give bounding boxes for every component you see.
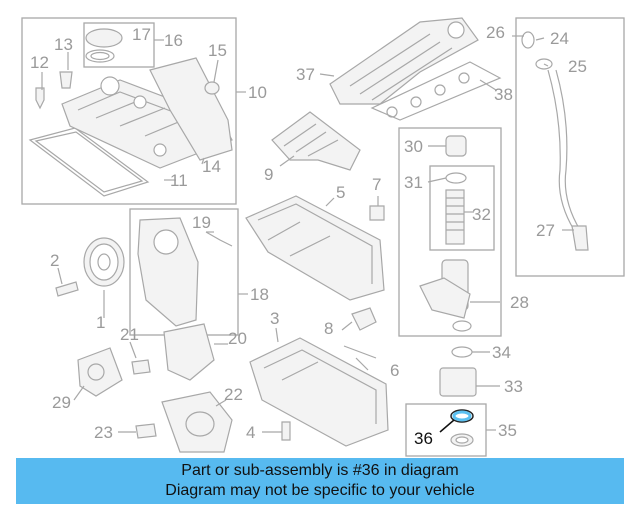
intake-gasket (370, 61, 502, 121)
bolt-23 (135, 423, 157, 439)
callout-31: 31 (404, 173, 423, 192)
callout-16: 16 (164, 31, 183, 50)
drain-bolt-4 (281, 421, 291, 441)
leader-lines (41, 35, 574, 433)
callout-22: 22 (224, 385, 243, 404)
lower-oil-pan (249, 337, 389, 447)
callout-28: 28 (510, 293, 529, 312)
bracket-29 (77, 347, 123, 397)
banner-part-notice: Part or sub-assembly is #36 in diagram (181, 462, 459, 479)
cap-seal-box (83, 22, 155, 68)
callout-17: 17 (132, 25, 151, 44)
callout-30: 30 (404, 137, 423, 156)
valve-cover-group-box (21, 17, 237, 205)
callout-10: 10 (248, 83, 267, 102)
callout-11: 11 (170, 171, 188, 190)
callout-8: 8 (324, 319, 333, 338)
callout-27: 27 (536, 221, 555, 240)
banner-disclaimer: Diagram may not be specific to your vehi… (165, 482, 475, 499)
rear-cover-22 (161, 391, 233, 453)
valve-cover-gasket (28, 127, 150, 197)
callout-32: 32 (472, 205, 491, 224)
upper-oil-pan (245, 195, 385, 301)
callout-29: 29 (52, 393, 71, 412)
callout-34: 34 (492, 343, 511, 362)
callout-9: 9 (264, 165, 273, 184)
callout-25: 25 (568, 57, 587, 76)
timing-bracket-19 (205, 231, 233, 247)
callout-2: 2 (50, 251, 59, 270)
drain-plug-7 (369, 205, 385, 221)
seal-35 (450, 433, 474, 447)
callout-13: 13 (54, 35, 73, 54)
seal-36-highlighted (450, 409, 474, 423)
info-banner: Part or sub-assembly is #36 in diagram D… (16, 458, 624, 504)
plug-part-13 (59, 71, 73, 89)
callout-37: 37 (296, 65, 315, 84)
crank-pulley (83, 237, 125, 287)
pulley-bolt-2 (55, 281, 79, 297)
filter-element-32 (445, 189, 465, 245)
seal-34 (451, 346, 473, 358)
callout-33: 33 (504, 377, 523, 396)
callout-21: 21 (120, 325, 139, 344)
dipstick-group-box (515, 17, 625, 277)
dipstick (521, 31, 589, 251)
callout-36: 36 (414, 429, 433, 448)
cap-part-17 (85, 28, 123, 63)
sensor-part-12 (35, 87, 45, 110)
callout-23: 23 (94, 423, 113, 442)
oil-baffle (271, 111, 361, 171)
timing-cover-upper (137, 217, 199, 327)
oil-cooler-33 (439, 367, 477, 397)
callout-6: 6 (390, 361, 399, 380)
leader-line-36 (439, 419, 455, 433)
intake-manifold (329, 17, 479, 105)
callout-1: 1 (96, 313, 105, 332)
filter-cap-30 (445, 135, 467, 157)
callout-3: 3 (270, 309, 279, 328)
callout-7: 7 (372, 175, 381, 194)
callout-35: 35 (498, 421, 517, 440)
callout-12: 12 (30, 53, 49, 72)
valve-cover (61, 76, 233, 169)
callout-5: 5 (336, 183, 345, 202)
callout-19: 19 (192, 213, 211, 232)
bolt-21 (131, 359, 151, 375)
filter-element-box (429, 165, 495, 251)
valve-cover-heat-shield (149, 57, 233, 161)
callout-20: 20 (228, 329, 247, 348)
gasket-6 (343, 345, 377, 359)
callout-14: 14 (202, 157, 221, 176)
callout-15: 15 (208, 41, 227, 60)
callout-38: 38 (494, 85, 513, 104)
callout-18: 18 (250, 285, 269, 304)
breather-part-15 (204, 81, 220, 95)
filter-oring-31 (445, 172, 467, 184)
oil-filter-group-box (398, 127, 502, 337)
callout-4: 4 (246, 423, 255, 442)
callout-24: 24 (550, 29, 569, 48)
callout-26: 26 (486, 23, 505, 42)
sensor-8 (351, 307, 377, 331)
filter-housing-28 (419, 259, 472, 332)
timing-cover-lower-20 (163, 323, 215, 381)
